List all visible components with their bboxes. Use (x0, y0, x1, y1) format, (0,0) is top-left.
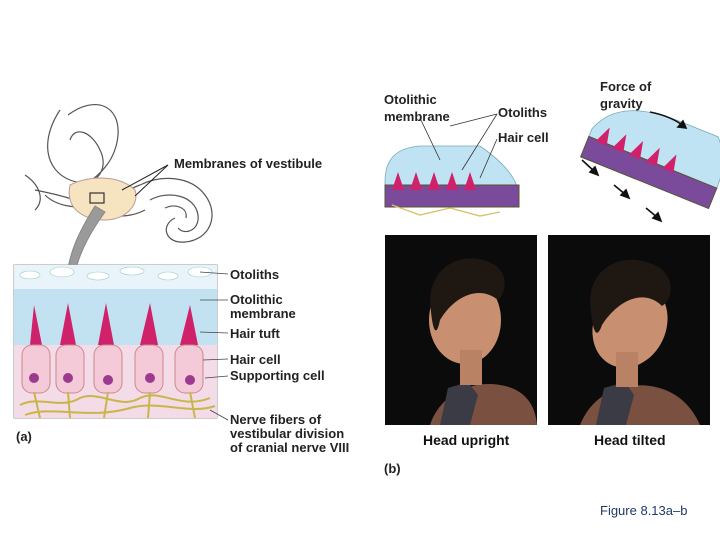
vestibule-zoom-box (89, 192, 105, 204)
label-otoliths-b: Otoliths (498, 105, 548, 120)
label-nerve-1: Nerve fibers of (230, 412, 322, 427)
label-otolithic-a-2: membrane (230, 306, 296, 321)
label-nerve-3: of cranial nerve VIII (230, 440, 350, 455)
label-membranes-of-vestibule: Membranes of vestibule (174, 156, 323, 171)
panel-b-tag: (b) (384, 461, 401, 476)
panel-a-tag: (a) (16, 429, 32, 444)
caption-head-upright: Head upright (423, 432, 510, 448)
label-otolithic-a-1: Otolithic (230, 292, 283, 307)
inner-ear-illustration (24, 104, 213, 243)
panel-a-leader-lines (199, 271, 229, 421)
gravity-arrows (581, 111, 688, 223)
label-otolithic-b-2: membrane (384, 109, 450, 124)
hair-cells (21, 303, 204, 394)
otolith-crystals (19, 266, 213, 281)
label-force-1: Force of (600, 79, 652, 94)
panel-b-leader-lines (419, 113, 498, 179)
label-supporting-cell: Supporting cell (230, 368, 325, 383)
label-nerve-2: vestibular division (230, 426, 345, 441)
nerve-fibers (19, 391, 216, 419)
label-hair-cell-b: Hair cell (498, 130, 549, 145)
label-hair-tuft: Hair tuft (230, 326, 280, 341)
otolith-layer (14, 265, 217, 289)
figure-caption: Figure 8.13a–b (600, 503, 688, 518)
macula-tilted (579, 110, 720, 210)
macula-upright (384, 145, 520, 217)
vestibule-membrane (68, 177, 137, 221)
label-otoliths-a: Otoliths (230, 267, 280, 282)
label-hair-cell-a: Hair cell (230, 352, 281, 367)
label-force-2: gravity (600, 96, 643, 111)
head-tilted-figure (580, 259, 700, 425)
head-upright-figure (429, 258, 537, 425)
caption-head-tilted: Head tilted (594, 432, 666, 448)
label-otolithic-b-1: Otolithic (384, 92, 437, 107)
